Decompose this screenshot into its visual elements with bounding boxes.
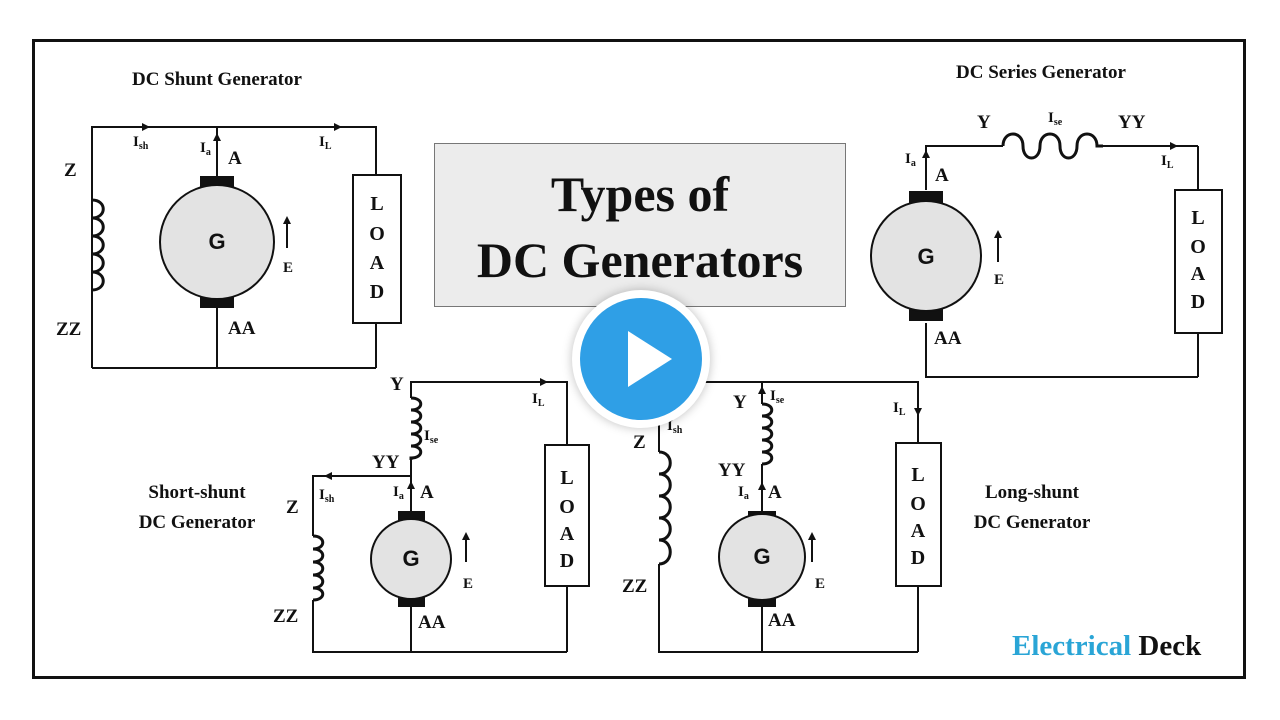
shunt-label-a: A [228,148,242,169]
shunt-circuit [91,123,377,369]
short-shunt-label-ia: Ia [393,484,404,502]
short-shunt-label-ise: Ise [424,428,439,446]
play-button-circle [580,298,702,420]
brand-part-2: Deck [1131,630,1202,662]
short-shunt-label-aa: AA [418,612,446,633]
long-shunt-load-letter-2: O [910,493,926,515]
short-shunt-label-e: E [463,576,474,592]
shunt-generator [159,176,275,308]
long-shunt-label-a: A [768,482,782,503]
long-shunt-label-il: IL [893,400,906,418]
long-shunt-caption-line-2: DC Generator [973,512,1091,533]
play-icon [628,331,672,387]
shunt-load-letter-1: L [370,193,384,215]
series-label-yy: YY [1118,112,1146,133]
short-shunt-label-y: Y [390,374,404,395]
long-shunt-label-yy: YY [718,460,746,481]
short-shunt-load [544,444,590,587]
series-field-coil [1001,132,1103,160]
series-load-letter-2: O [1190,236,1206,258]
long-shunt-label-zz: ZZ [622,576,648,597]
shunt-field-coil [91,198,105,292]
short-shunt-label-ish: Ish [319,487,335,505]
long-shunt-label-y: Y [733,392,747,413]
series-heading: DC Series Generator [956,62,1126,83]
brand-logo: Electrical Deck [1012,630,1201,663]
shunt-label-aa: AA [228,318,256,339]
long-shunt-series-coil [761,402,774,466]
shunt-heading: DC Shunt Generator [132,69,302,90]
title-box: Types of DC Generators [434,143,846,307]
long-shunt-generator [718,511,806,607]
shunt-load-letter-3: A [369,252,385,274]
long-shunt-caption: Long-shunt DC Generator [958,478,1106,538]
series-load-letter-4: D [1190,291,1206,313]
series-generator-letter: G [917,244,935,269]
shunt-load-letter-2: O [369,223,385,245]
short-shunt-load-letter-4: D [559,550,575,572]
long-shunt-generator-letter: G [753,544,771,569]
short-shunt-load-letter-3: A [559,523,575,545]
short-shunt-load-letter-2: O [559,496,575,518]
series-label-il: IL [1161,153,1174,171]
series-circuit [922,132,1199,378]
short-shunt-load-letter-1: L [560,467,574,489]
series-label-aa: AA [934,328,962,349]
shunt-label-e: E [283,260,294,276]
series-label-ia: Ia [905,151,916,169]
shunt-load [352,174,402,324]
shunt-label-ia: Ia [200,140,211,158]
shunt-label-il: IL [319,134,332,152]
short-shunt-generator-letter: G [402,546,420,571]
shunt-load-letter-4: D [369,281,385,303]
long-shunt-label-ise: Ise [770,388,785,406]
series-label-a: A [935,165,949,186]
long-shunt-load-letter-4: D [910,547,926,569]
series-label-ise: Ise [1048,110,1063,128]
long-shunt-load-letter-1: L [911,464,925,486]
long-shunt-load [895,442,942,587]
series-generator [870,191,982,321]
title-line-2: DC Generators [476,232,804,288]
long-shunt-label-z: Z [633,432,646,453]
long-shunt-caption-line-1: Long-shunt [985,482,1079,503]
shunt-label-ish: Ish [133,134,149,152]
short-shunt-label-a: A [420,482,434,503]
short-shunt-caption-line-1: Short-shunt [148,482,246,503]
short-shunt-label-z: Z [286,497,299,518]
short-shunt-series-coil [409,396,423,460]
series-load-letter-3: A [1190,263,1206,285]
short-shunt-caption: Short-shunt DC Generator [130,478,264,538]
title-line-1: Types of [550,166,730,222]
short-shunt-label-il: IL [532,391,545,409]
long-shunt-label-aa: AA [768,610,796,631]
short-shunt-label-zz: ZZ [273,606,299,627]
short-shunt-label-yy: YY [372,452,400,473]
short-shunt-caption-line-2: DC Generator [138,512,256,533]
series-label-e: E [994,272,1005,288]
long-shunt-load-letter-3: A [910,520,926,542]
long-shunt-label-ia: Ia [738,484,749,502]
long-shunt-label-ish: Ish [667,418,683,436]
series-load [1174,189,1223,334]
shunt-label-zz: ZZ [56,319,82,340]
long-shunt-label-e: E [815,576,826,592]
play-button[interactable] [572,290,710,428]
short-shunt-shunt-coil [312,534,325,602]
series-label-y: Y [977,112,991,133]
short-shunt-generator [370,511,452,607]
long-shunt-shunt-coil [658,450,672,566]
short-shunt-circuit [312,378,568,653]
shunt-label-z: Z [64,160,77,181]
shunt-generator-letter: G [208,229,226,254]
series-load-letter-1: L [1191,207,1205,229]
brand-part-1: Electrical [1012,630,1132,662]
